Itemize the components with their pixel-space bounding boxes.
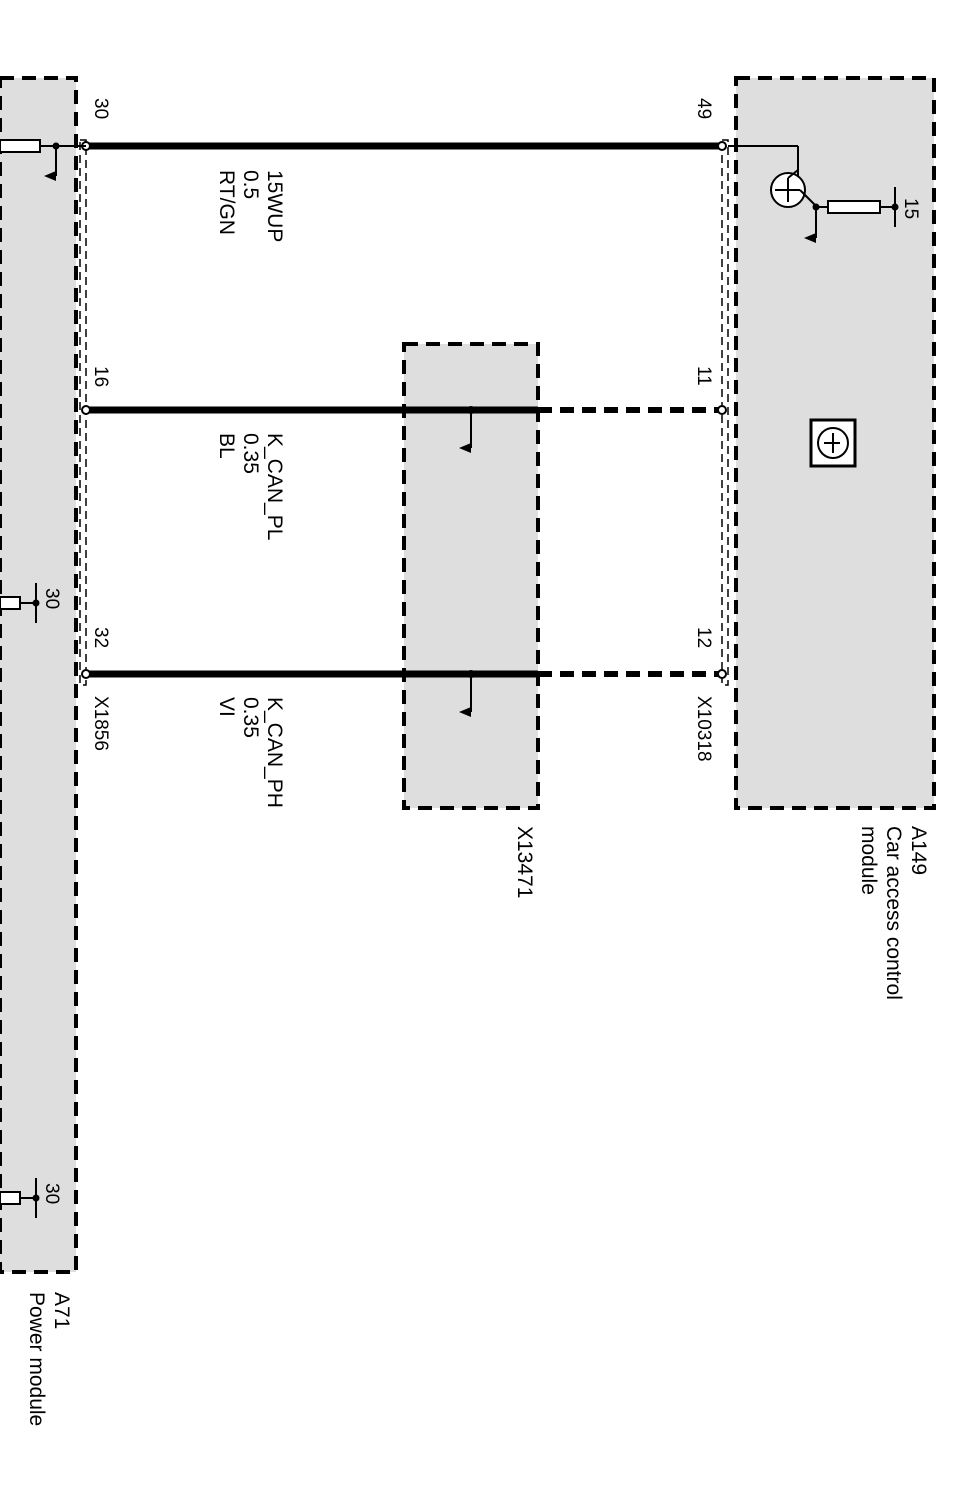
wire-15wup-color: RT/GN bbox=[215, 170, 238, 235]
splice-tap-pl bbox=[459, 406, 475, 453]
pin-power-32: 32 bbox=[90, 627, 111, 648]
wire-k-can-pl-size: 0.35 bbox=[239, 433, 262, 474]
pin-power-16: 16 bbox=[90, 366, 111, 387]
wire-k-can-ph-color: VI bbox=[215, 697, 238, 717]
power-terminal-30-a-symbol bbox=[0, 583, 40, 623]
power-module-code: A71 bbox=[50, 1292, 73, 1329]
cas-terminal-15: 15 bbox=[900, 198, 921, 219]
power-terminal-30-a: 30 bbox=[41, 588, 62, 609]
splice-x13471-label: X13471 bbox=[513, 826, 536, 898]
power-internal-resistor bbox=[0, 139, 86, 181]
pin-cas-11: 11 bbox=[693, 366, 714, 386]
wire-15wup-size: 0.5 bbox=[239, 170, 262, 199]
power-module-name: Power module bbox=[25, 1292, 48, 1426]
power-module-box[interactable] bbox=[0, 76, 78, 1274]
pin-terminals bbox=[81, 141, 727, 679]
cas-module-name-line1: Car access control bbox=[882, 826, 905, 1000]
pin-power-30: 30 bbox=[90, 98, 111, 119]
connector-x1856-label: X1856 bbox=[90, 696, 111, 751]
pin-cas-12: 12 bbox=[693, 627, 714, 648]
cas-module-name-line2: module bbox=[857, 826, 880, 895]
transistor-symbol-icon bbox=[809, 418, 857, 468]
power-terminal-30-b-symbol bbox=[0, 1178, 40, 1218]
wire-k-can-ph-size: 0.35 bbox=[239, 697, 262, 738]
connector-x10318-outline bbox=[721, 139, 729, 686]
power-terminal-30-b: 30 bbox=[41, 1183, 62, 1204]
connector-x10318-label: X10318 bbox=[693, 696, 714, 762]
cas-transistor-circuit bbox=[728, 145, 899, 243]
text-layer: 30 16 32 X1856 49 11 12 X10318 15WUP 0.5… bbox=[25, 98, 930, 1426]
wire-k-can-pl-color: BL bbox=[215, 433, 238, 459]
wire-k-can-pl-signal: K_CAN_PL bbox=[263, 433, 286, 540]
wire-15wup-signal: 15WUP bbox=[263, 170, 286, 242]
cas-module-code: A149 bbox=[907, 826, 930, 875]
pin-cas-49: 49 bbox=[693, 98, 714, 119]
splice-tap-ph bbox=[459, 670, 475, 717]
wire-k-can-ph-signal: K_CAN_PH bbox=[263, 697, 286, 808]
